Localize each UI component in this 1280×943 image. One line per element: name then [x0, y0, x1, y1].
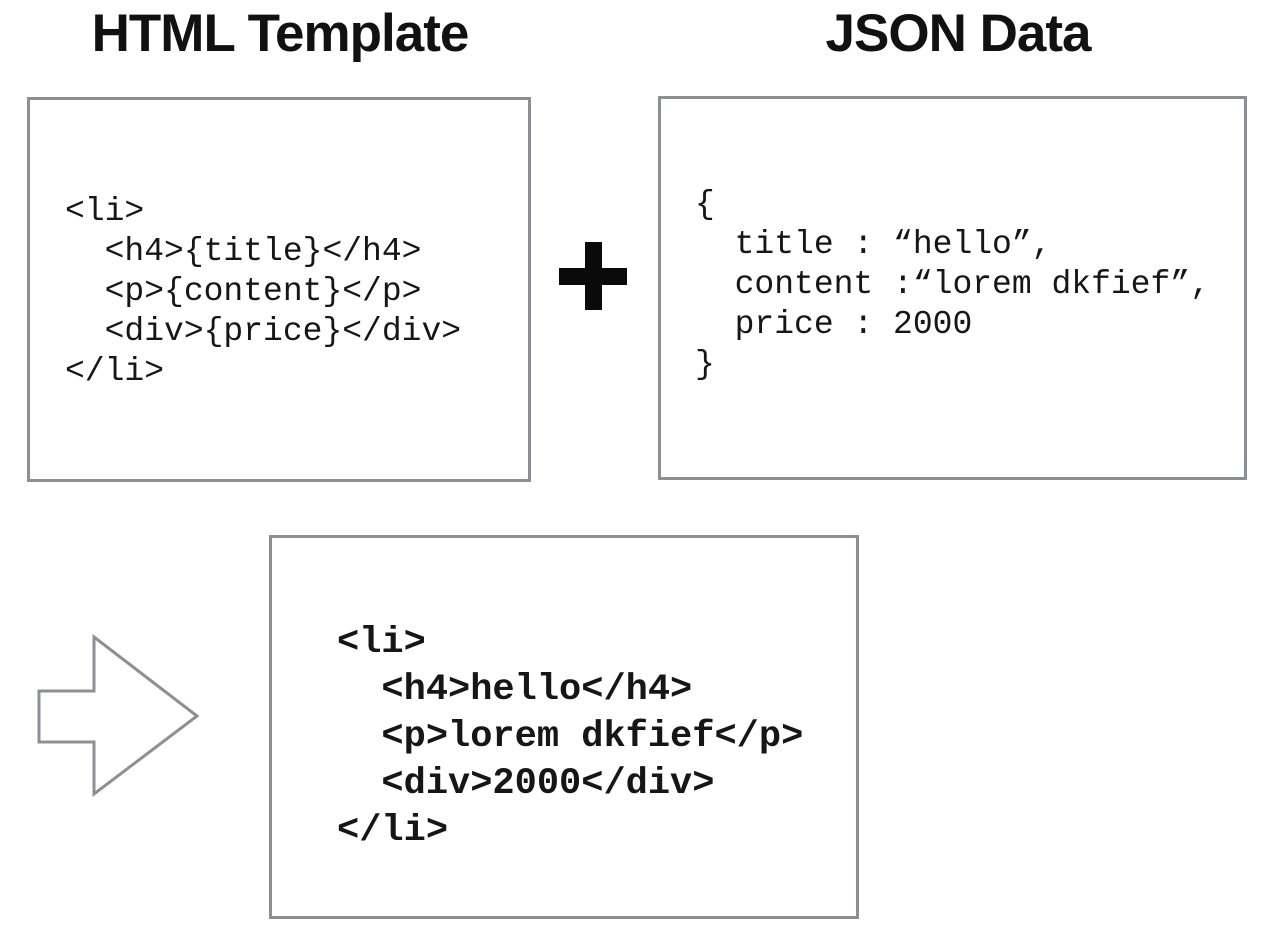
- template-code: <li> <h4>{title}</h4> <p>{content}</p> <…: [65, 193, 462, 390]
- plus-icon: [559, 242, 627, 310]
- result-box: <li> <h4>hello</h4> <p>lorem dkfief</p> …: [269, 535, 859, 919]
- html-template-box: <li> <h4>{title}</h4> <p>{content}</p> <…: [27, 97, 531, 482]
- json-data-box: { title : “hello”, content :“lorem dkfie…: [658, 96, 1247, 480]
- plus-icon-horizontal-bar: [559, 268, 627, 285]
- json-code: { title : “hello”, content :“lorem dkfie…: [695, 186, 1210, 383]
- json-data-heading: JSON Data: [825, 4, 1092, 63]
- arrow-right-icon: [37, 633, 200, 798]
- html-template-heading: HTML Template: [91, 4, 470, 63]
- result-code: <li> <h4>hello</h4> <p>lorem dkfief</p> …: [337, 622, 804, 852]
